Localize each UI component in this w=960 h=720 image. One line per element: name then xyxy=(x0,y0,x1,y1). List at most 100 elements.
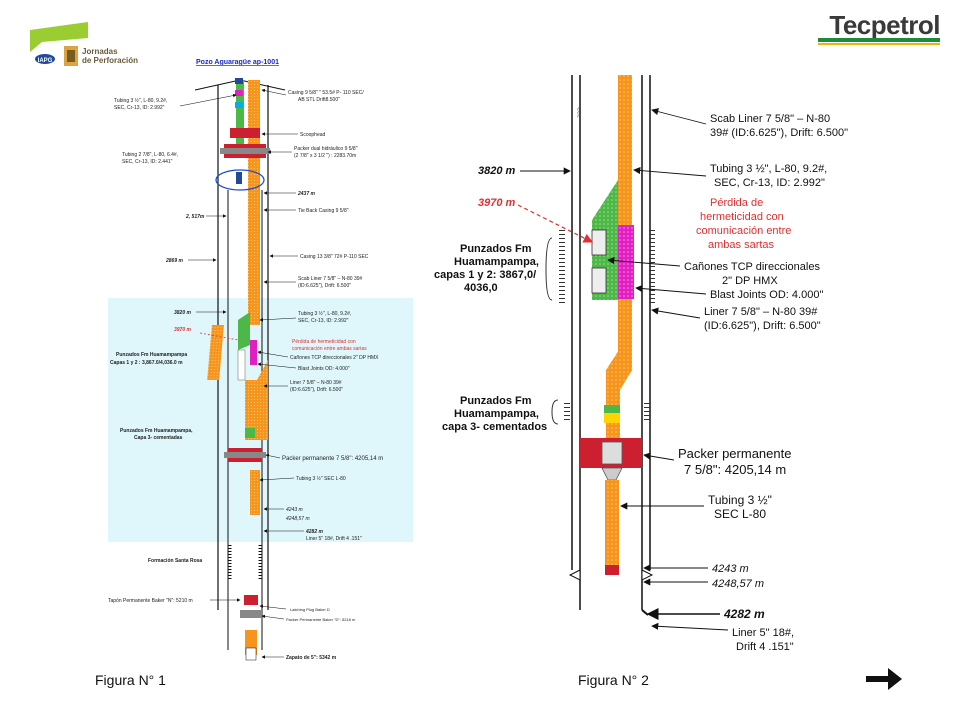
fig1-label-scab: Scab Liner 7 5/8" – N-80 39# xyxy=(298,276,363,282)
svg-text:~~~: ~~~ xyxy=(574,107,580,118)
fig1-label-d3970: 3970 m xyxy=(174,327,192,333)
brand-bar-green xyxy=(818,38,940,42)
fig1-label-tapon: Tapón Permanente Baker "N": 5210 m xyxy=(108,598,193,604)
fig1-label-tubingsec: Tubing 3 ½" SEC L-80 xyxy=(296,475,346,482)
fig2-label-blast: Blast Joints OD: 4.000" xyxy=(710,289,823,301)
fig2-label-lin2: (ID:6.625"), Drift: 6.500" xyxy=(704,320,821,332)
next-slide-button[interactable] xyxy=(866,668,902,695)
fig1-label-d4243: 4243 m xyxy=(286,507,303,513)
fig1-title: Pozo Aguaragüe ap-1001 xyxy=(196,59,279,66)
fig1-label-perdida: Pérdida de hermeticidad con xyxy=(292,339,356,345)
fig1-label-tubing312c: Tubing 3 ½", L-80, 9.2#, xyxy=(298,310,351,317)
fig2-label-punz4: 4036,0 xyxy=(464,282,498,294)
fig2-label-perd3: comunicación entre xyxy=(696,225,791,237)
fig1-label-casing1338: Casing 13 3/8" 72# P-110 SEC xyxy=(300,254,369,260)
org-badge-text: IAPG xyxy=(38,58,53,64)
fig1-label-packer-dual: Packer dual hidráulico 9 5/8" xyxy=(294,146,358,152)
fig1-label-tieback: Tie Back Casing 9 5/8" xyxy=(298,208,349,214)
fig2-label-pz31: Punzados Fm xyxy=(460,395,532,407)
fig2-label-perd1: Pérdida de xyxy=(710,197,763,209)
fig2-label-ts1: Tubing 3 ½" xyxy=(708,493,772,507)
figure-2-diagram: ~~~ Scab Liner 7 5/8" – N-80 39# (ID:6.6… xyxy=(434,75,848,653)
arrow-right-icon xyxy=(866,668,902,690)
fig2-tcp-gun-1 xyxy=(591,229,607,256)
fig1-label-scoophead: Scoophead xyxy=(300,132,326,138)
fig1-label-liner758: Liner 7 5/8" – N-80 39# xyxy=(290,380,342,386)
figure-2-caption: Figura N° 2 xyxy=(578,672,649,688)
fig2-label-d4248: 4248,57 m xyxy=(712,578,764,590)
fig1-label-packer-perm: Packer permanente 7 5/8": 4205,14 m xyxy=(282,456,383,462)
scoophead xyxy=(230,128,260,138)
fig1-label-d4282: 4282 m xyxy=(305,529,324,535)
fig1-label-tubing278b: SEC, Cr-13, ID: 2.441" xyxy=(122,159,173,165)
fig2-label-pz33: capa 3- cementados xyxy=(442,421,547,433)
fig1-label-d3820: 3820 m xyxy=(174,310,192,316)
tubing-3-5-fig1 xyxy=(248,80,260,325)
fig2-loss-indicator xyxy=(517,204,594,243)
fig2-tubing-upper xyxy=(618,75,632,180)
figure-1-diagram: Pozo Aguaragüe ap-1001 Casing 9 5/8" " 5… xyxy=(108,59,413,661)
iapg-badge-icon xyxy=(35,54,55,64)
fig2-label-d4282: 4282 m xyxy=(723,607,765,621)
fig1-label-packerD: Packer Permanente Baker "D": 5218 m xyxy=(286,617,356,622)
fig2-tubing-sec xyxy=(605,480,619,565)
tecpetrol-logo: Tecpetrol xyxy=(829,10,940,40)
fig2-label-ln1: Liner 5" 18#, xyxy=(732,627,794,639)
fig2-label-ts2: SEC L-80 xyxy=(714,507,766,521)
fig2-label-scab1: Scab Liner 7 5/8" – N-80 xyxy=(710,113,830,125)
fig2-label-punz1: Punzados Fm xyxy=(460,243,532,255)
jornadas-logo: IAPG Jornadas de Perforación xyxy=(30,22,160,82)
fig2-label-scab2: 39# (ID:6.625"), Drift: 6.500" xyxy=(710,127,848,139)
fig2-label-pk2: 7 5/8": 4205,14 m xyxy=(684,462,786,477)
fig1-label-liner5: Liner 5" 18#, Drift 4 .151" xyxy=(306,536,362,542)
event-logo-line1: Jornadas xyxy=(82,47,118,56)
fig2-label-lin1: Liner 7 5/8" – N-80 39# xyxy=(704,306,818,318)
fig2-label-can1: Cañones TCP direccionales xyxy=(684,261,820,273)
fig1-label-tubing312b: SEC, Cr-13, ID: 2.992" xyxy=(114,105,165,111)
fig1-label-tubing278: Tubing 2 7/8", L-80, 6.4#, xyxy=(122,152,178,158)
fig2-perforation-magenta xyxy=(618,225,634,299)
fig1-label-d2869: 2869 m xyxy=(165,258,184,264)
fig1-label-punz3: Punzados Fm Huamampampa, xyxy=(120,428,193,434)
fig2-label-punz3: capas 1 y 2: 3867,0/ xyxy=(434,269,536,281)
fig1-label-punz3b: Capa 3- cementadas xyxy=(134,435,183,441)
fig1-label-zapato: Zapato de 5": 5342 m xyxy=(286,655,337,661)
green-wedge-icon xyxy=(30,22,88,52)
fig1-label-canones: Cañones TCP direccionales 2" DP HMX xyxy=(290,355,379,361)
fig2-label-pk1: Packer permanente xyxy=(678,446,791,461)
fig1-label-d4248: 4248,57 m xyxy=(286,516,310,522)
fig1-label-casing958b: AB STL Drift8.500" xyxy=(298,97,340,103)
brand-bar-yellow xyxy=(818,43,940,45)
fig2-tcp-gun-2 xyxy=(591,267,607,294)
jornadas-logo-graphic: IAPG Jornadas de Perforación xyxy=(30,22,138,66)
fig2-label-ln2: Drift 4 .151" xyxy=(736,641,794,653)
fig2-label-can2: 2" DP HMX xyxy=(722,275,778,287)
fig2-label-perd4: ambas sartas xyxy=(708,239,775,251)
fig2-label-punz2: Huamampampa, xyxy=(454,256,539,268)
figure-1-caption: Figura N° 1 xyxy=(95,672,166,688)
fig2-label-d4243: 4243 m xyxy=(712,563,749,575)
fig2-label-tub2: SEC, Cr-13, ID: 2.992" xyxy=(714,177,825,189)
event-logo-line2: de Perforación xyxy=(82,56,138,65)
tapon-baker xyxy=(244,595,258,605)
highlight-ellipse xyxy=(215,169,265,191)
perforation-zone-fig1 xyxy=(250,340,257,365)
fig1-label-casing958: Casing 9 5/8" " 53.5# P- 110 SEC/ xyxy=(288,90,364,96)
fig2-label-d3820: 3820 m xyxy=(478,165,516,177)
fig1-label-perdidab: comunicación entre ambas sartas xyxy=(292,346,367,352)
fig1-label-packer-dualb: (2 7/8" x 3 1/2 ") : 2283.70m xyxy=(294,153,356,159)
fig1-label-liner758b: (ID:6.625"), Drift: 6.500" xyxy=(290,387,343,393)
fig1-label-tubing312: Tubing 3 ½", L-80, 9.2#, xyxy=(114,97,167,104)
fig1-label-d2517: 2, 517m xyxy=(185,214,205,220)
fig1-label-tubing312d: SEC, Cr-13, ID: 2.992" xyxy=(298,318,349,324)
fig1-label-punzados: Punzados Fm Huamampampa xyxy=(116,352,187,358)
fig1-label-latching: Latching Plug Baker D xyxy=(290,607,330,612)
fig2-label-perd2: hermeticidad con xyxy=(700,211,784,223)
fig1-label-d2437: 2437 m xyxy=(297,191,316,197)
fig1-label-punzadosb: Capas 1 y 2 : 3,867.0/4,036.0 m xyxy=(110,360,183,366)
fig1-label-blast: Blast Joints OD: 4.000" xyxy=(298,366,350,372)
fig2-label-tub1: Tubing 3 ½", L-80, 9.2#, xyxy=(710,163,827,175)
fig1-label-santarosa: Formación Santa Rosa xyxy=(148,558,202,564)
fig2-label-pz32: Huamampampa, xyxy=(454,408,539,420)
tubing-2-7-8-fig1 xyxy=(236,80,244,150)
